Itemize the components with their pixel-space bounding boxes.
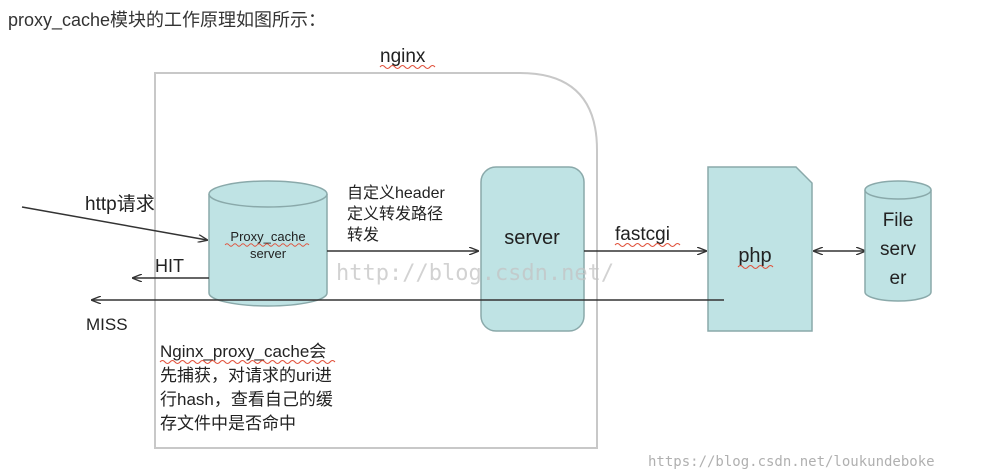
proxy-cache-label-line-2: server — [250, 246, 287, 261]
http-request-arrow — [21, 206, 207, 240]
note-line-3: 行hash，查看自己的缓 — [160, 390, 333, 409]
nginx-container — [154, 72, 598, 449]
file-server-label-line-3: er — [890, 268, 908, 289]
php-label-squiggle — [737, 265, 774, 269]
file-server-cylinder-top — [864, 180, 932, 200]
watermark-corner: https://blog.csdn.net/loukundeboke — [648, 454, 935, 470]
note-line-1: Nginx_proxy_cache会 — [160, 342, 326, 361]
proxy-cache-label-squiggle — [224, 243, 310, 247]
php-label: php — [738, 245, 771, 267]
proxy-cache-label-line-1: Proxy_cache — [230, 229, 305, 244]
file-server-cylinder-body — [864, 190, 932, 302]
server-label: server — [504, 227, 560, 249]
http-request-label: http请求 — [85, 193, 155, 215]
note-line-4: 存文件中是否命中 — [160, 414, 296, 433]
watermark-center: http://blog.csdn.net/ — [336, 261, 614, 286]
proxy-cache-cylinder-top — [208, 180, 328, 208]
file-server-label-line-1: File — [883, 210, 914, 231]
proxy-cache-cylinder-body — [208, 194, 328, 307]
custom-header-line-3: 转发 — [347, 226, 379, 244]
custom-header-line-2: 定义转发路径 — [347, 205, 443, 223]
page-heading: proxy_cache模块的工作原理如图所示： — [8, 10, 326, 31]
php-node — [707, 166, 813, 332]
file-server-label-line-2: serv — [880, 239, 916, 260]
fastcgi-label: fastcgi — [615, 224, 670, 245]
server-node — [480, 166, 585, 332]
custom-header-line-1: 自定义header — [347, 184, 445, 202]
proxy-cache-server-node: Proxy_cache server — [208, 180, 328, 307]
nginx-label: nginx — [380, 46, 426, 67]
hit-label: HIT — [155, 256, 184, 276]
nginx-label-squiggle — [379, 65, 436, 69]
fastcgi-label-squiggle — [614, 243, 681, 247]
note-line-2: 先捕获，对请求的uri进 — [160, 366, 332, 385]
note-line-1-squiggle — [159, 360, 336, 364]
miss-label: MISS — [86, 315, 128, 334]
file-server-node: File serv er — [864, 180, 932, 302]
